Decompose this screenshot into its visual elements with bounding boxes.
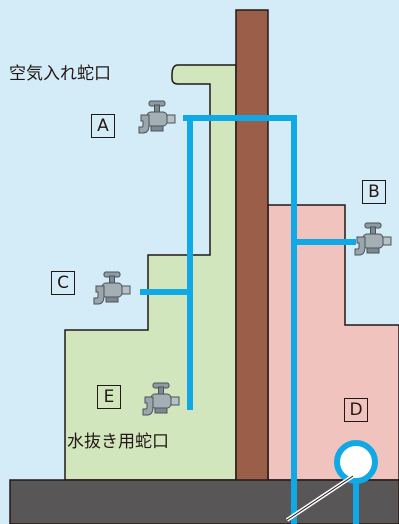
pipe-main-left xyxy=(183,115,297,524)
label-b: B xyxy=(362,180,386,204)
label-c: C xyxy=(51,271,75,295)
drain-faucet-label: 水抜き用蛇口 xyxy=(67,432,169,452)
label-a: A xyxy=(91,114,115,138)
faucet-icon xyxy=(138,100,176,134)
green-wall xyxy=(64,64,237,481)
pillar xyxy=(235,9,269,483)
air-inlet-faucet-label: 空気入れ蛇口 xyxy=(9,64,111,84)
label-e: E xyxy=(97,385,121,409)
faucet-icon xyxy=(354,222,392,256)
faucet-icon xyxy=(93,271,131,305)
label-d: D xyxy=(344,398,368,422)
valve-circle-icon xyxy=(334,440,378,484)
